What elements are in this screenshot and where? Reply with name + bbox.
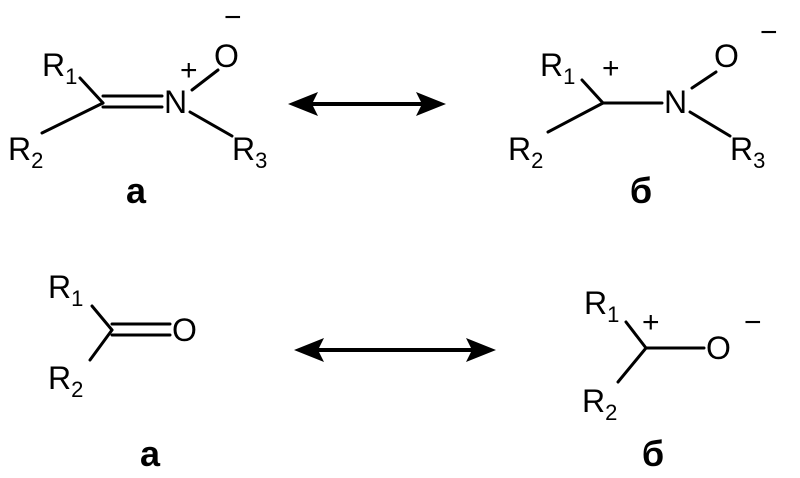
nitrone-structure-a: R1 R2 N + O − R3 а	[8, 1, 267, 211]
bond-n-r3	[688, 110, 732, 138]
bond-r1-carbon	[78, 76, 105, 105]
oxygen-label: O	[706, 330, 731, 366]
bond-r2-carbon	[616, 346, 648, 384]
arrowhead-left	[288, 92, 318, 116]
nitrone-structure-b: R1 + R2 N O − R3 б	[508, 16, 778, 211]
arrowhead-right	[466, 338, 496, 362]
nitrogen-label: N	[664, 84, 687, 120]
minus-charge: −	[224, 1, 242, 34]
oxygen-label: O	[172, 312, 197, 348]
bond-r2-carbon	[546, 101, 605, 134]
tag-b-row2: б	[642, 433, 664, 474]
r1-label: R1	[584, 285, 619, 327]
tag-a-row2: а	[140, 433, 161, 474]
r2-label: R2	[508, 131, 543, 173]
bond-r1-carbon	[624, 320, 648, 350]
plus-charge: +	[602, 52, 620, 85]
r2-label: R2	[582, 383, 617, 425]
oxygen-label: O	[214, 38, 239, 74]
arrowhead-right	[416, 92, 446, 116]
r2-label: R2	[48, 360, 83, 402]
bond-r2-carbon	[88, 328, 114, 362]
nitrogen-label: N	[164, 84, 187, 120]
tag-a-row1: а	[126, 170, 147, 211]
plus-charge: +	[180, 54, 198, 87]
bond-r1-carbon	[580, 78, 605, 105]
bond-r2-carbon	[40, 101, 105, 135]
oxygen-label: O	[714, 38, 739, 74]
r1-label: R1	[540, 47, 575, 89]
carbonyl-structure-b: R1 + O − R2 б	[582, 285, 762, 474]
r3-label: R3	[232, 131, 267, 173]
r2-label: R2	[8, 131, 43, 173]
bond-n-o	[690, 70, 718, 90]
bond-r1-carbon	[90, 304, 114, 332]
tag-b-row1: б	[630, 170, 652, 211]
bond-n-o	[190, 68, 220, 92]
resonance-arrow-row2	[294, 338, 496, 362]
arrowhead-left	[294, 338, 324, 362]
plus-charge: +	[642, 306, 660, 339]
minus-charge: −	[760, 16, 778, 49]
minus-charge: −	[744, 306, 762, 339]
bond-n-r3	[188, 110, 234, 138]
carbonyl-structure-a: R1 O R2 а	[48, 269, 197, 474]
r3-label: R3	[730, 131, 765, 173]
resonance-arrow-row1	[288, 92, 446, 116]
r1-label: R1	[42, 47, 77, 89]
r1-label: R1	[48, 269, 83, 311]
